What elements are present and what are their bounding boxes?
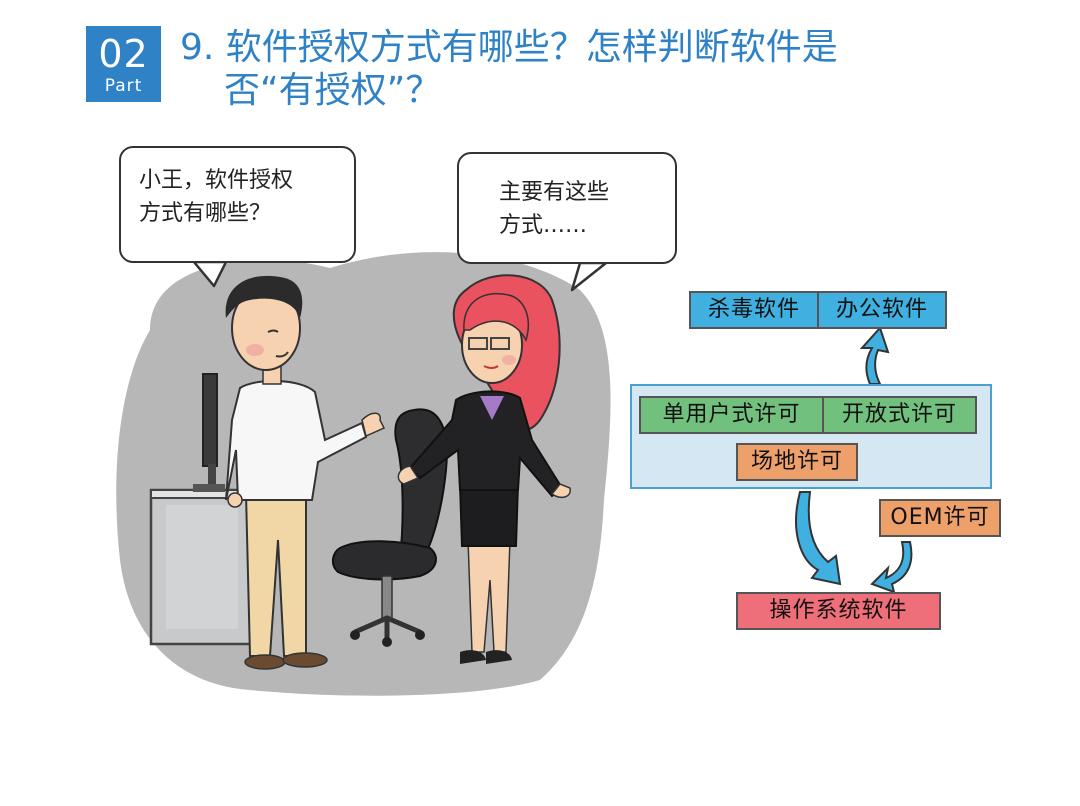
box-office: 办公软件 bbox=[817, 291, 947, 329]
bubble-tail-woman bbox=[570, 261, 608, 292]
speech-bubble-woman: 主要有这些 方式…… bbox=[457, 152, 677, 264]
woman-character bbox=[397, 274, 571, 664]
box-antivirus: 杀毒软件 bbox=[689, 291, 819, 329]
computer-monitor bbox=[193, 373, 225, 492]
speech-bubble-man: 小王，软件授权 方式有哪些？ bbox=[119, 146, 356, 263]
bubble-man-line-2: 方式有哪些？ bbox=[139, 201, 272, 226]
part-badge: 02 Part bbox=[86, 26, 161, 102]
bubble-woman-line-2: 方式…… bbox=[499, 213, 588, 238]
box-site-license: 场地许可 bbox=[736, 443, 858, 481]
title-line-1: 9. 软件授权方式有哪些？怎样判断软件是 bbox=[180, 27, 838, 68]
man-character bbox=[225, 275, 386, 670]
arrow-down-left-icon bbox=[795, 491, 842, 586]
box-os-software: 操作系统软件 bbox=[736, 592, 941, 630]
bubble-woman-line-1: 主要有这些 bbox=[499, 180, 610, 205]
box-open-license: 开放式许可 bbox=[822, 396, 977, 434]
box-single-user-license: 单用户式许可 bbox=[639, 396, 824, 434]
title-line-2: 否“有授权”？ bbox=[224, 70, 442, 111]
page-title: 9. 软件授权方式有哪些？怎样判断软件是 否“有授权”？ bbox=[180, 26, 1040, 112]
part-number: 02 bbox=[98, 32, 149, 76]
part-label: Part bbox=[104, 76, 143, 96]
arrow-up-icon bbox=[859, 326, 890, 385]
desk bbox=[149, 488, 255, 646]
arrow-down-right-icon bbox=[870, 541, 913, 594]
box-oem-license: OEM许可 bbox=[879, 499, 1001, 537]
bubble-man-line-1: 小王，软件授权 bbox=[139, 168, 294, 193]
